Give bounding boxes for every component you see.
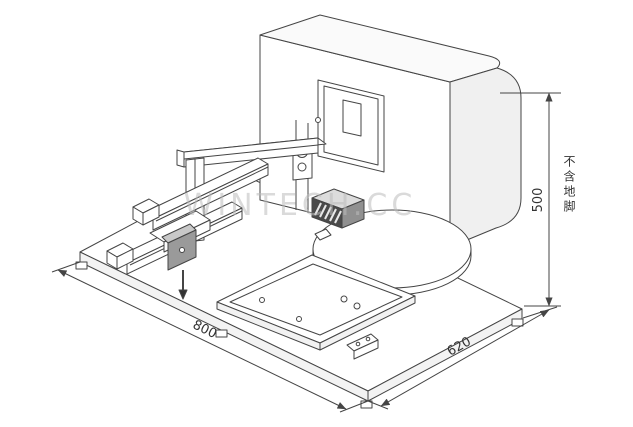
table-notch [314,228,332,241]
control-panel-recess [317,79,385,173]
dimension-width [51,261,369,413]
dim-height-label: 500 [531,188,546,213]
tool-head [161,223,197,300]
motor-box [311,188,365,229]
dimension-height [500,92,561,307]
dim-height-note: 不含地脚 [562,155,576,215]
dimension-depth [367,306,558,410]
linear-stage-upper [132,157,269,231]
machine-column [259,14,522,248]
watermark-text: WINTECH.CC [184,188,417,223]
front-bracket [346,333,379,360]
